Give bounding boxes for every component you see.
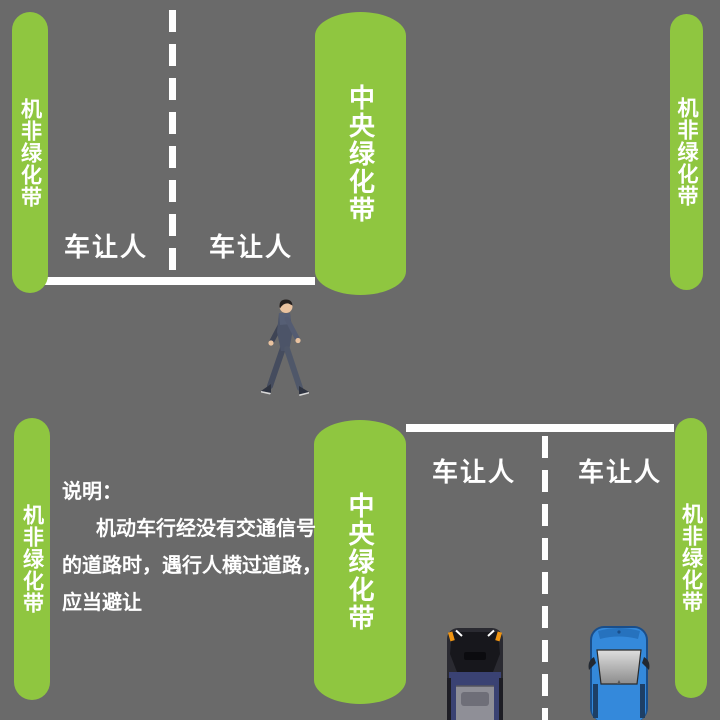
stop-line-top — [43, 277, 315, 285]
yield-label-bottom-left: 车让人 — [432, 457, 517, 487]
greenbelt-top-center-label: 中央绿化带 — [345, 83, 376, 224]
greenbelt-bottom-left-label: 机非绿化带 — [20, 504, 44, 614]
greenbelt-top-left-label: 机非绿化带 — [18, 97, 42, 208]
greenbelt-top-right-label: 机非绿化带 — [675, 97, 698, 207]
pedestrian-walking-icon — [256, 298, 312, 400]
greenbelt-bottom-right: 机非绿化带 — [675, 418, 707, 698]
dark-car-top-view-icon — [442, 626, 508, 720]
lane-divider-top — [169, 10, 176, 285]
stop-line-bottom — [406, 424, 674, 432]
greenbelt-top-right: 机非绿化带 — [670, 14, 703, 290]
note-line-3: 应当避让 — [62, 592, 142, 614]
note-line-1: 机动车行经没有交通信号 — [96, 518, 316, 540]
greenbelt-bottom-left: 机非绿化带 — [14, 418, 50, 700]
greenbelt-top-center: 中央绿化带 — [315, 12, 406, 295]
note-line-2: 的道路时，遇行人横过道路， — [62, 555, 322, 577]
note-title: 说明： — [62, 481, 122, 503]
greenbelt-bottom-right-label: 机非绿化带 — [679, 503, 703, 613]
greenbelt-top-left: 机非绿化带 — [12, 12, 48, 293]
blue-car-top-view-icon — [586, 624, 652, 720]
greenbelt-bottom-center: 中央绿化带 — [314, 420, 406, 704]
yield-label-bottom-right: 车让人 — [578, 457, 663, 487]
greenbelt-bottom-center-label: 中央绿化带 — [345, 492, 375, 632]
yield-label-top-left: 车让人 — [64, 232, 149, 262]
lane-divider-bottom — [542, 436, 548, 720]
explanation-note: 说明： 机动车行经没有交通信号 的道路时，遇行人横过道路， 应当避让 — [62, 474, 372, 622]
yield-label-top-right: 车让人 — [209, 232, 294, 262]
